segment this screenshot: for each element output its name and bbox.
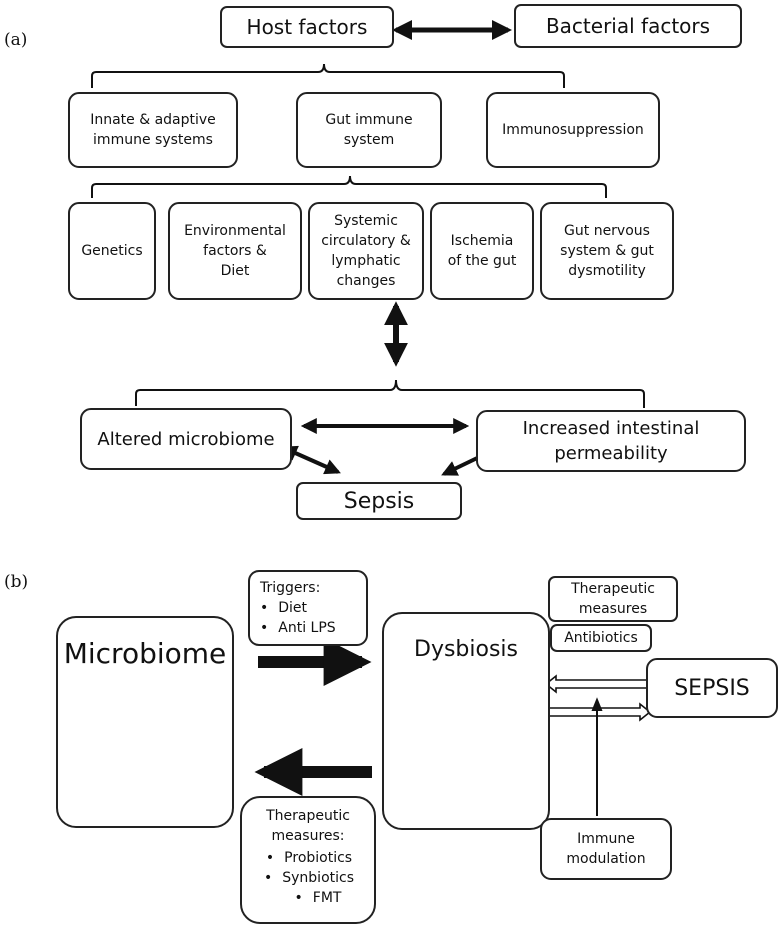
therapeutic-bottom-box: Therapeutic measures: Probiotics Synbiot… xyxy=(240,796,376,924)
dysbiosis-to-sepsis-arrow xyxy=(550,702,652,722)
dysbiosis-box: Dysbiosis xyxy=(382,612,550,830)
triggers-box: Triggers: Diet Anti LPS xyxy=(248,570,368,646)
immunosuppression-box: Immunosuppression xyxy=(486,92,660,168)
sepsis-label-a: Sepsis xyxy=(343,488,415,514)
innate-adaptive-label: Innate & adaptive immune systems xyxy=(90,112,216,148)
ischemia-box: Ischemia of the gut xyxy=(430,202,534,300)
brace-host xyxy=(91,63,565,88)
nervous-label: Gut nervous system & gut dysmotility xyxy=(560,223,654,279)
therapeutic-item: Synbiotics xyxy=(264,868,354,888)
host-factors-label: Host factors xyxy=(246,14,368,39)
gut-immune-label: Gut immune system xyxy=(325,112,413,148)
nervous-box: Gut nervous system & gut dysmotility xyxy=(540,202,674,300)
permeability-box: Increased intestinal permeability xyxy=(476,410,746,472)
therapeutic-top-box: Therapeutic measures xyxy=(548,576,678,622)
permeability-label: Increased intestinal permeability xyxy=(522,418,700,464)
microbiome-box: Microbiome xyxy=(56,616,234,828)
panel-b-label: (b) xyxy=(4,572,29,592)
therapeutic-item: Probiotics xyxy=(264,848,354,868)
panel-a-label: (a) xyxy=(4,30,28,50)
trigger-item: Diet xyxy=(260,598,336,618)
environmental-box: Environmental factors & Diet xyxy=(168,202,302,300)
immune-modulation-label: Immune modulation xyxy=(566,831,646,867)
brace-gut-immune xyxy=(91,175,607,198)
trigger-item: Anti LPS xyxy=(260,618,335,638)
antibiotics-label: Antibiotics xyxy=(564,630,638,646)
sepsis-to-dysbiosis-arrow xyxy=(544,674,646,694)
altered-microbiome-box: Altered microbiome xyxy=(80,408,292,470)
ischemia-label: Ischemia of the gut xyxy=(447,233,517,269)
gut-immune-box: Gut immune system xyxy=(296,92,442,168)
microbiome-label: Microbiome xyxy=(63,637,227,670)
host-factors-box: Host factors xyxy=(220,6,394,48)
immunosuppression-label: Immunosuppression xyxy=(502,122,644,138)
therapeutic-top-label: Therapeutic measures xyxy=(571,581,655,617)
altered-microbiome-label: Altered microbiome xyxy=(97,428,275,450)
immune-modulation-box: Immune modulation xyxy=(540,818,672,880)
innate-adaptive-box: Innate & adaptive immune systems xyxy=(68,92,238,168)
genetics-label: Genetics xyxy=(81,243,143,259)
sepsis-label-b: SEPSIS xyxy=(674,675,750,701)
microbiome-sepsis-arrow xyxy=(281,445,341,475)
genetics-box: Genetics xyxy=(68,202,156,300)
therapeutic-bottom-title: Therapeutic measures: xyxy=(266,808,350,844)
sepsis-box-a: Sepsis xyxy=(296,482,462,520)
antibiotics-box: Antibiotics xyxy=(550,624,652,652)
therapeutic-item: FMT xyxy=(282,888,354,908)
dysbiosis-label: Dysbiosis xyxy=(414,637,518,662)
environmental-label: Environmental factors & Diet xyxy=(184,223,286,279)
brace-bottom xyxy=(135,379,645,408)
bacterial-factors-label: Bacterial factors xyxy=(545,13,711,38)
sepsis-box-b: SEPSIS xyxy=(646,658,778,718)
bacterial-factors-box: Bacterial factors xyxy=(514,4,742,48)
systemic-label: Systemic circulatory & lymphatic changes xyxy=(321,213,411,289)
systemic-box: Systemic circulatory & lymphatic changes xyxy=(308,202,424,300)
triggers-title: Triggers: xyxy=(260,580,321,596)
